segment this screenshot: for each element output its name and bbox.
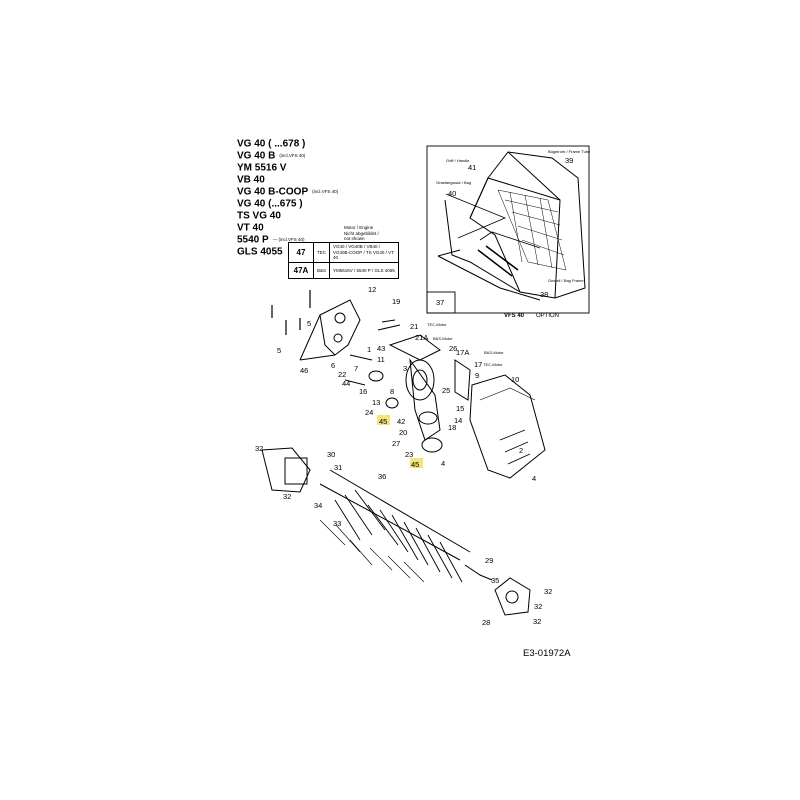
- part-number: 24: [365, 408, 373, 417]
- part-number: 4: [532, 474, 536, 483]
- part-number: 21: [410, 322, 418, 331]
- highlight-45-a: [377, 415, 390, 425]
- part-number: 10: [511, 375, 519, 384]
- part-number: 33: [333, 519, 341, 528]
- part-number: 30: [327, 450, 335, 459]
- motor-table: 47 TEC VG40 / VG40B / VB40 / VG40B-COOP …: [288, 242, 400, 279]
- motor-labels: TEC-Motor B&S-Motor B&S-Motor TEC-Motor: [427, 322, 504, 367]
- part-number: 32: [255, 444, 263, 453]
- part-number: 13: [372, 398, 380, 407]
- part-number: 19: [392, 297, 400, 306]
- model-item: VT 40: [237, 222, 264, 234]
- part-number: 32: [544, 587, 552, 596]
- part-40: 40: [448, 189, 456, 198]
- part-number: 5: [307, 319, 311, 328]
- part-number: 12: [368, 285, 376, 294]
- part-number: 20: [399, 428, 407, 437]
- part-number: 28: [482, 618, 490, 627]
- drive-mechanism: [261, 290, 546, 616]
- grass-bag-illustration: [437, 151, 586, 301]
- motor-type: TEC: [312, 242, 331, 263]
- part-39: 39: [565, 156, 573, 165]
- model-list: VG 40 ( ...678 ) VG 40 B(incl.VFS 40) YM…: [237, 138, 338, 258]
- tec-motor-label: TEC-Motor: [427, 322, 447, 327]
- part-number: 5: [277, 346, 281, 355]
- label-griff: Griff / Handle: [446, 158, 470, 163]
- model-item: VG 40 (...675 ): [237, 198, 303, 210]
- highlight-45-b: [410, 458, 423, 468]
- model-item: VB 40: [237, 174, 265, 186]
- inset-box: [426, 145, 590, 314]
- part-number: 15: [456, 404, 464, 413]
- part-number: 46: [300, 366, 308, 375]
- part-number: 11: [377, 355, 385, 364]
- part-number: 21A: [415, 333, 428, 342]
- part-number: 27: [392, 439, 400, 448]
- model-item: VG 40 ( ...678 ): [237, 138, 306, 150]
- part-number: 42: [397, 417, 405, 426]
- part-number: 36: [378, 472, 386, 481]
- part-number: 43: [377, 344, 385, 353]
- part-number: 17A: [456, 348, 469, 357]
- model-item: VG 40 B(incl.VFS 40): [237, 150, 306, 162]
- part-number: 17: [474, 360, 482, 369]
- motor-models: YM5516V / 5540 P / GLS 4055: [329, 262, 400, 279]
- part-41: 41: [468, 163, 476, 172]
- part-number: 34: [314, 501, 322, 510]
- part-38: 38: [540, 290, 548, 299]
- part-number: 22: [338, 370, 346, 379]
- part-number: 14: [454, 416, 462, 425]
- bs-motor-label: B&S-Motor: [433, 336, 453, 341]
- part-number: 25: [442, 386, 450, 395]
- part-number: 16: [359, 387, 367, 396]
- part-number: 1: [367, 345, 371, 354]
- part-number: 2: [519, 446, 523, 455]
- part-number: 31: [334, 463, 342, 472]
- part-labels: 12 19 5 5 46 21 21A 43 1 6 7 22 11 3 44 …: [255, 285, 552, 627]
- part-number: 4: [441, 459, 445, 468]
- motor-table-header: Motor / Engine Nicht abgebildet / not sh…: [344, 225, 379, 241]
- part-number: 18: [448, 423, 456, 432]
- part-number: 32: [283, 492, 291, 501]
- part-number: 44: [342, 379, 350, 388]
- model-item: TS VG 40: [237, 210, 281, 222]
- part-number: 35: [491, 576, 499, 585]
- model-item: YM 5516 V: [237, 162, 287, 174]
- part-number: 45: [379, 417, 387, 426]
- label-frame-tube: Bügelrohr / Frame Tube: [548, 149, 591, 154]
- part-number: 9: [475, 371, 479, 380]
- part-number: 45: [411, 460, 419, 469]
- motor-type: B&S: [312, 262, 331, 279]
- bs-motor-label-2: B&S-Motor: [484, 350, 504, 355]
- model-item: 5540 P— (incl.VFS 40): [237, 234, 305, 246]
- part-number: 6: [331, 361, 335, 370]
- model-item: GLS 4055: [237, 246, 283, 258]
- part-number: 3: [403, 364, 407, 373]
- part-number: 32: [534, 602, 542, 611]
- label-bag: Grasfangsack / Bag: [436, 180, 471, 185]
- drawing-code: E3-01972A: [523, 648, 571, 659]
- part-number: 29: [485, 556, 493, 565]
- part-number: 32: [533, 617, 541, 626]
- part-number: 7: [354, 364, 358, 373]
- motor-row: 47A B&S YM5516V / 5540 P / GLS 4055: [288, 262, 400, 279]
- part-number: 23: [405, 450, 413, 459]
- part-number: 26: [449, 344, 457, 353]
- model-item: VG 40 B-COOP(incl.VFS 40): [237, 186, 339, 198]
- part-number: 8: [390, 387, 394, 396]
- label-bag-frame: Gestell / Bag Frame: [548, 278, 584, 283]
- inset-box-number: 37: [436, 298, 444, 307]
- tec-motor-label-2: TEC-Motor: [483, 362, 503, 367]
